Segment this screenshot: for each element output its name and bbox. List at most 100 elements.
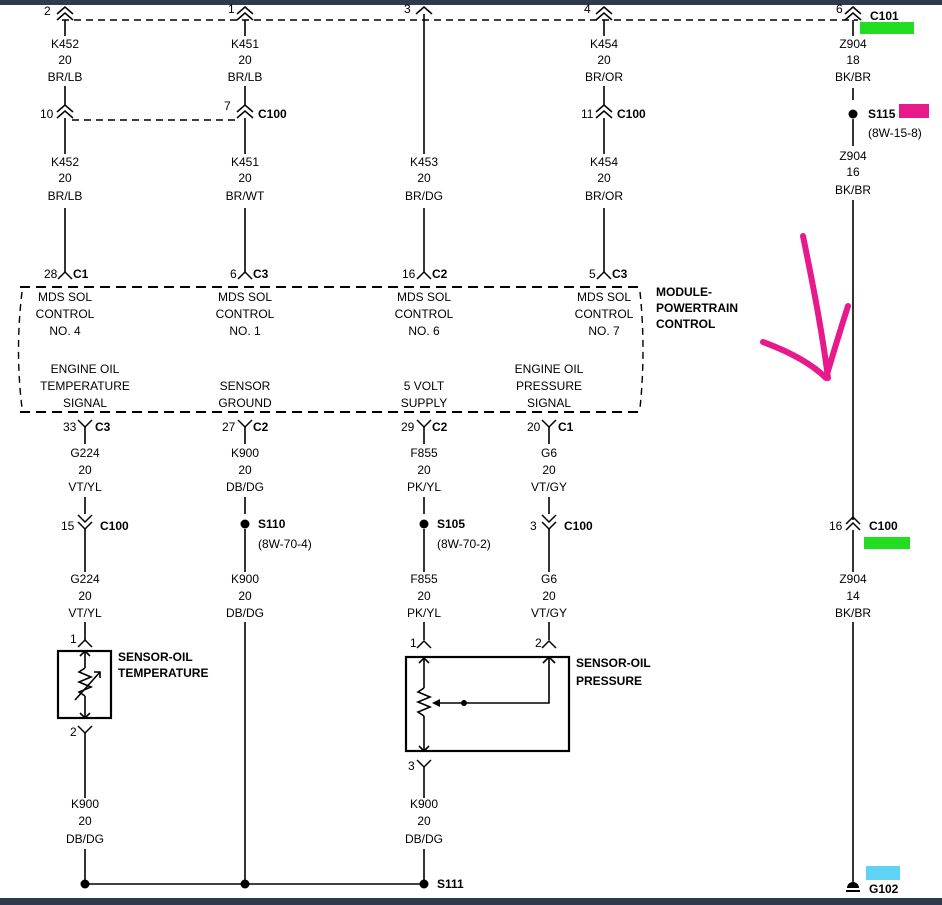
pin-label: 29 [401,420,415,434]
svg-text:MDS SOL: MDS SOL [38,290,92,304]
connector-label: C2 [432,420,448,434]
svg-text:CONTROL: CONTROL [395,307,454,321]
svg-text:TEMPERATURE: TEMPERATURE [40,379,130,393]
svg-text:G6: G6 [541,572,557,586]
wire-color: BR/WT [226,189,265,203]
svg-text:PRESSURE: PRESSURE [516,379,582,393]
splice-dot-s111 [419,879,429,889]
svg-text:DB/DG: DB/DG [405,832,443,846]
connector-label-c100: C100 [258,107,287,121]
svg-text:CONTROL: CONTROL [656,317,715,331]
wire-gauge: 20 [597,171,611,185]
wire-id: K452 [51,37,79,51]
svg-text:20: 20 [417,589,431,603]
wire-id: K453 [410,155,438,169]
svg-text:5 VOLT: 5 VOLT [404,379,445,393]
pin-label: 33 [63,420,77,434]
highlight-mark-magenta [899,104,929,118]
svg-text:POWERTRAIN: POWERTRAIN [656,301,738,315]
svg-text:ENGINE OIL: ENGINE OIL [51,362,120,376]
svg-text:NO. 4: NO. 4 [49,324,81,338]
pin-label: 28 [44,267,58,281]
pin-label: 4 [584,2,591,16]
splice-dot-s105 [419,519,429,529]
terminal [416,759,432,769]
pin-label: 3 [404,2,411,16]
wire-labels-low1: G224 20 VT/YL K900 20 DB/DG F855 20 PK/Y… [68,446,567,494]
splice-dot [240,879,250,889]
svg-text:20: 20 [238,463,252,477]
svg-text:SENSOR: SENSOR [220,379,271,393]
svg-text:20: 20 [78,463,92,477]
pin-label: 1 [70,632,77,646]
svg-text:14: 14 [846,589,860,603]
svg-text:SIGNAL: SIGNAL [527,396,571,410]
svg-text:MDS SOL: MDS SOL [577,290,631,304]
svg-text:K900: K900 [410,797,438,811]
pcm-functions-bottom: ENGINE OIL TEMPERATURE SIGNAL SENSOR GRO… [40,362,584,410]
wire-gauge: 20 [238,171,252,185]
window-top-bar [0,0,942,5]
wire-color: BK/BR [835,70,871,84]
terminal [541,639,557,649]
svg-text:K900: K900 [71,797,99,811]
svg-text:20: 20 [417,814,431,828]
svg-text:MDS SOL: MDS SOL [397,290,451,304]
connector-label-c100: C100 [564,519,593,533]
svg-text:G6: G6 [541,446,557,460]
terminal [416,639,432,649]
highlight-mark-green [864,537,910,549]
ground-icon [847,882,859,888]
connector-label-c100: C100 [100,519,129,533]
svg-text:NO. 1: NO. 1 [229,324,261,338]
connector-label: C1 [558,420,574,434]
wire-labels-low2: G224 20 VT/YL K900 20 DB/DG F855 20 PK/Y… [68,572,871,620]
terminal [77,725,93,735]
svg-text:G224: G224 [70,572,100,586]
svg-text:Z904: Z904 [839,572,867,586]
svg-text:VT/GY: VT/GY [531,606,567,620]
pin-label: 20 [527,420,541,434]
svg-text:VT/GY: VT/GY [531,480,567,494]
highlight-mark-cyan [866,866,900,880]
svg-text:20: 20 [78,814,92,828]
svg-text:DB/DG: DB/DG [66,832,104,846]
sensor-oil-pressure-box [404,655,571,753]
splice-ref: (8W-70-4) [258,537,312,551]
annotation-arrow-icon [760,233,851,381]
wire-gauge: 20 [58,53,72,67]
wire-color: BR/LB [48,189,83,203]
svg-text:VT/YL: VT/YL [68,480,102,494]
c100-terminals-low [77,514,861,531]
svg-text:MODULE-: MODULE- [656,285,712,299]
svg-text:BK/BR: BK/BR [835,606,871,620]
pin-label: 2 [535,636,542,650]
wire-color: BR/LB [48,70,83,84]
wire-labels-top: K452 20 BR/LB K451 20 BR/LB K454 20 BR/O… [48,37,872,84]
splice-ref: (8W-15-8) [868,126,922,140]
svg-text:20: 20 [78,589,92,603]
pcm-module-box [17,286,644,413]
top-terminals [56,6,862,21]
wire-id: K452 [51,155,79,169]
svg-text:PK/YL: PK/YL [407,606,441,620]
wire-gauge: 20 [597,53,611,67]
svg-text:PK/YL: PK/YL [407,480,441,494]
svg-text:CONTROL: CONTROL [216,307,275,321]
svg-text:K900: K900 [231,572,259,586]
svg-text:G224: G224 [70,446,100,460]
pin-label: 1 [228,2,235,16]
pin-label: 11 [581,107,594,121]
svg-text:DB/DG: DB/DG [226,480,264,494]
pin-label: 15 [61,519,75,533]
pin-label: 3 [408,759,415,773]
wire-gauge: 20 [417,171,431,185]
pcm-module-label: MODULE- POWERTRAIN CONTROL [656,285,738,331]
svg-text:SUPPLY: SUPPLY [401,396,447,410]
highlight-mark-green [860,22,914,34]
wire-color: BR/LB [228,70,263,84]
connector-label: C2 [432,267,448,281]
svg-text:20: 20 [542,589,556,603]
splice-label: S115 [868,107,896,121]
